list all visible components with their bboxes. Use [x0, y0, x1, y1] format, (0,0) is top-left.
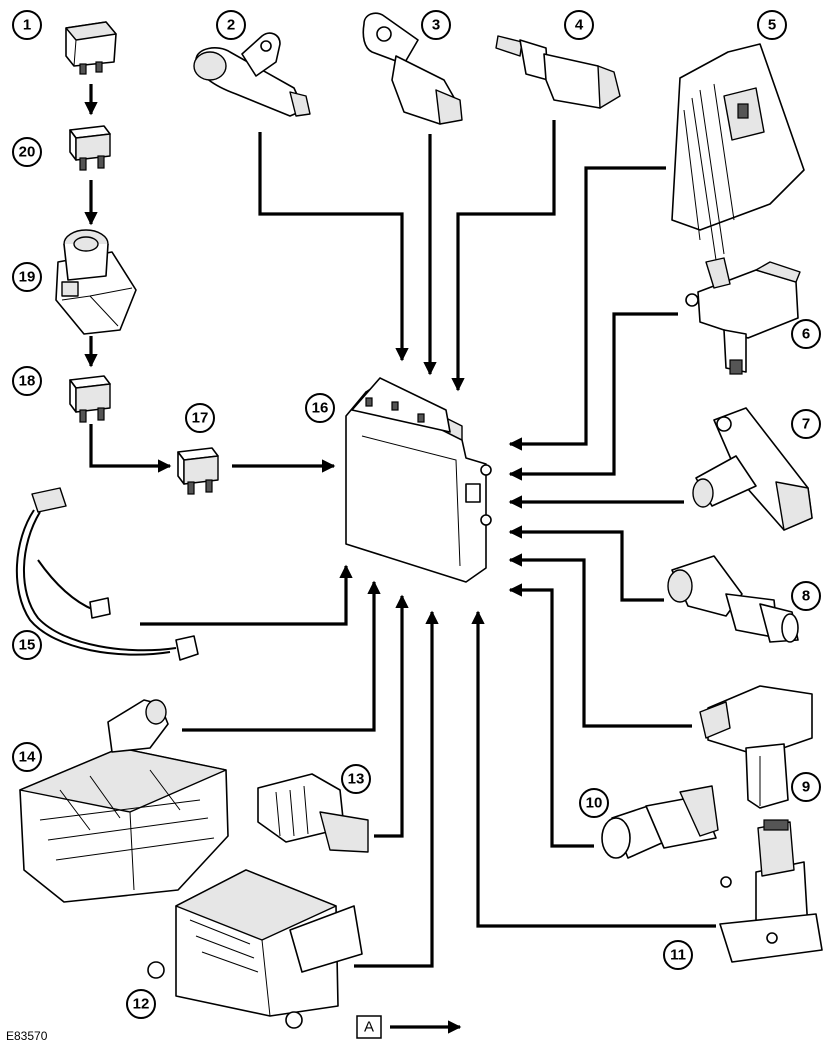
crank-position-sensor-2 — [193, 32, 311, 117]
fuse-20 — [69, 125, 111, 171]
svg-text:20: 20 — [19, 144, 36, 161]
callout-16: 16 — [305, 393, 335, 423]
svg-text:14: 14 — [19, 749, 36, 766]
legend-key-box — [356, 1015, 382, 1039]
relay-1 — [65, 21, 117, 75]
svg-text:4: 4 — [575, 17, 584, 34]
callout-18: 18 — [12, 366, 42, 396]
svg-text:1: 1 — [23, 17, 31, 34]
svg-text:16: 16 — [312, 400, 329, 417]
sensor-7 — [692, 407, 813, 531]
engine-control-module-16 — [345, 377, 492, 583]
svg-text:11: 11 — [670, 947, 686, 964]
callout-12: 12 — [126, 989, 156, 1019]
sensor-13 — [257, 773, 369, 853]
svg-text:17: 17 — [192, 410, 209, 427]
valve-body-14 — [19, 699, 229, 903]
callout-14: 14 — [12, 742, 42, 772]
legend-key: A — [364, 1019, 374, 1036]
pressure-sensor-6 — [685, 257, 801, 375]
svg-text:5: 5 — [768, 17, 776, 34]
airflow-sensor-9 — [699, 685, 813, 809]
pressure-switch-10 — [601, 785, 719, 859]
oil-pressure-switch-8 — [667, 555, 799, 643]
callout-2: 2 — [216, 10, 246, 40]
callout-5: 5 — [757, 10, 787, 40]
callout-7: 7 — [791, 409, 821, 439]
svg-text:6: 6 — [802, 326, 810, 343]
callout-3: 3 — [421, 10, 451, 40]
fuse-18 — [69, 375, 111, 423]
callout-19: 19 — [12, 262, 42, 292]
harness-sensor-15 — [15, 487, 199, 661]
callout-15: 15 — [12, 630, 42, 660]
callout-8: 8 — [791, 581, 821, 611]
callout-20: 20 — [12, 137, 42, 167]
callout-1: 1 — [12, 10, 42, 40]
control-module-12 — [147, 869, 363, 1029]
svg-text:12: 12 — [133, 996, 150, 1013]
callout-6: 6 — [791, 319, 821, 349]
svg-text:10: 10 — [586, 795, 603, 812]
svg-text:9: 9 — [802, 779, 810, 796]
svg-text:15: 15 — [19, 637, 36, 654]
svg-text:7: 7 — [802, 416, 810, 433]
svg-text:19: 19 — [19, 269, 36, 286]
svg-text:3: 3 — [432, 17, 440, 34]
temperature-sensor-4 — [495, 35, 621, 109]
fuse-17 — [177, 447, 219, 495]
callout-17: 17 — [185, 403, 215, 433]
solenoid-valve-11 — [719, 819, 823, 963]
figure-id: E83570 — [6, 1029, 48, 1043]
callout-13: 13 — [341, 764, 371, 794]
svg-text:13: 13 — [348, 771, 365, 788]
signal-arrows — [84, 84, 716, 968]
pedal-position-sensor-5 — [671, 43, 805, 261]
svg-text:2: 2 — [227, 17, 235, 34]
callout-9: 9 — [791, 772, 821, 802]
callout-11: 11 — [663, 940, 693, 970]
ignition-switch-19 — [55, 229, 137, 335]
svg-text:8: 8 — [802, 588, 810, 605]
svg-text:18: 18 — [19, 373, 36, 390]
sensor-3 — [362, 12, 463, 125]
callout-10: 10 — [579, 788, 609, 818]
legend: A — [356, 1015, 462, 1039]
callout-4: 4 — [564, 10, 594, 40]
